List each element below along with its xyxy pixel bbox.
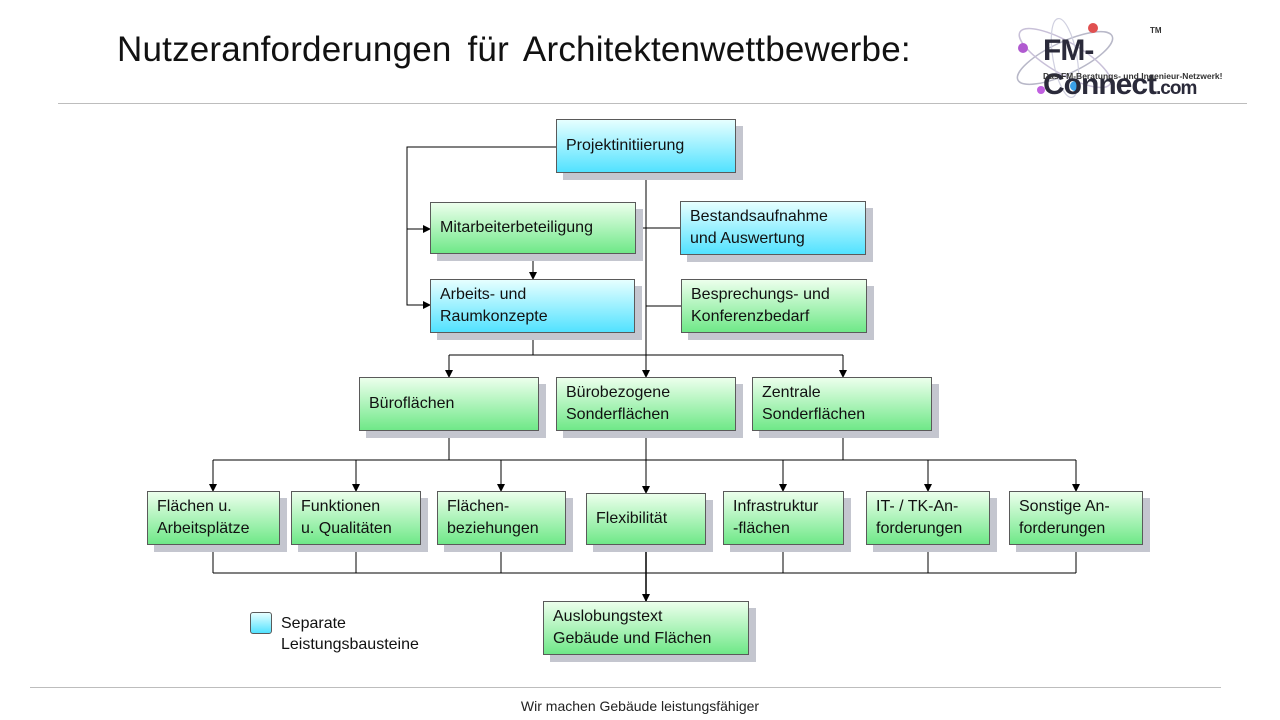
node-bestandsaufnahme: Bestandsaufnahme und Auswertung: [680, 201, 866, 255]
node-label: Zentrale Sonderflächen: [762, 384, 866, 423]
logo-brand: FM-Connect.com: [1043, 34, 1230, 102]
node-label: Bestandsaufnahme und Auswertung: [690, 208, 828, 247]
node-label: Projektinitiierung: [566, 137, 685, 154]
node-label: Flexibilität: [596, 510, 668, 527]
node-flaechenbeziehungen: Flächen- beziehungen: [437, 491, 566, 545]
node-label: IT- / TK-An- forderungen: [876, 498, 963, 537]
node-label: Flächen- beziehungen: [447, 498, 539, 537]
footer-slogan: Wir machen Gebäude leistungsfähiger: [520, 698, 760, 714]
node-label: Büroflächen: [369, 395, 455, 412]
footer-divider: [30, 687, 1221, 688]
logo-domain: .com: [1156, 78, 1197, 99]
node-projektinitiierung: Projektinitiierung: [556, 119, 736, 173]
node-bueroflaechen: Büroflächen: [359, 377, 539, 431]
node-funktionen-qualitaeten: Funktionen u. Qualitäten: [291, 491, 421, 545]
node-arbeits-raumkonzepte: Arbeits- und Raumkonzepte: [430, 279, 635, 333]
node-it-tk-anforderungen: IT- / TK-An- forderungen: [866, 491, 990, 545]
node-sonstige-anforderungen: Sonstige An- forderungen: [1009, 491, 1143, 545]
page-title: Nutzeranforderungen für Architektenwettb…: [117, 30, 911, 69]
node-flaechen-arbeitsplaetze: Flächen u. Arbeitsplätze: [147, 491, 280, 545]
node-label: Flächen u. Arbeitsplätze: [157, 498, 250, 537]
node-auslobungstext: Auslobungstext Gebäude und Flächen: [543, 601, 749, 655]
node-label: Funktionen u. Qualitäten: [301, 498, 392, 537]
node-label: Infrastruktur -flächen: [733, 498, 819, 537]
atom-swirl-icon: [1016, 17, 1114, 99]
trademark-mark: TM: [1150, 26, 1162, 35]
node-label: Besprechungs- und Konferenzbedarf: [691, 286, 830, 325]
node-zentrale-sonderflaechen: Zentrale Sonderflächen: [752, 377, 932, 431]
fm-connect-logo: TM FM-Connect.com Das FM-Beratungs- und …: [1005, 16, 1230, 102]
legend-swatch-cyan: [250, 612, 272, 634]
legend-label: Separate Leistungsbausteine: [281, 615, 419, 653]
node-mitarbeiterbeteiligung: Mitarbeiterbeteiligung: [430, 202, 636, 254]
node-besprechungsbedarf: Besprechungs- und Konferenzbedarf: [681, 279, 867, 333]
header-divider: [58, 103, 1247, 104]
node-flexibilitaet: Flexibilität: [586, 493, 706, 545]
logo-brand-name: FM-Connect: [1043, 34, 1157, 101]
logo-tagline: Das FM-Beratungs- und Ingenieur-Netzwerk…: [1043, 71, 1223, 81]
node-label: Auslobungstext Gebäude und Flächen: [553, 608, 712, 647]
node-label: Arbeits- und Raumkonzepte: [440, 286, 548, 325]
node-label: Mitarbeiterbeteiligung: [440, 219, 593, 236]
node-label: Bürobezogene Sonderflächen: [566, 384, 671, 423]
node-buerobezogene-sonderflaechen: Bürobezogene Sonderflächen: [556, 377, 736, 431]
node-label: Sonstige An- forderungen: [1019, 498, 1110, 537]
node-infrastrukturflaechen: Infrastruktur -flächen: [723, 491, 844, 545]
